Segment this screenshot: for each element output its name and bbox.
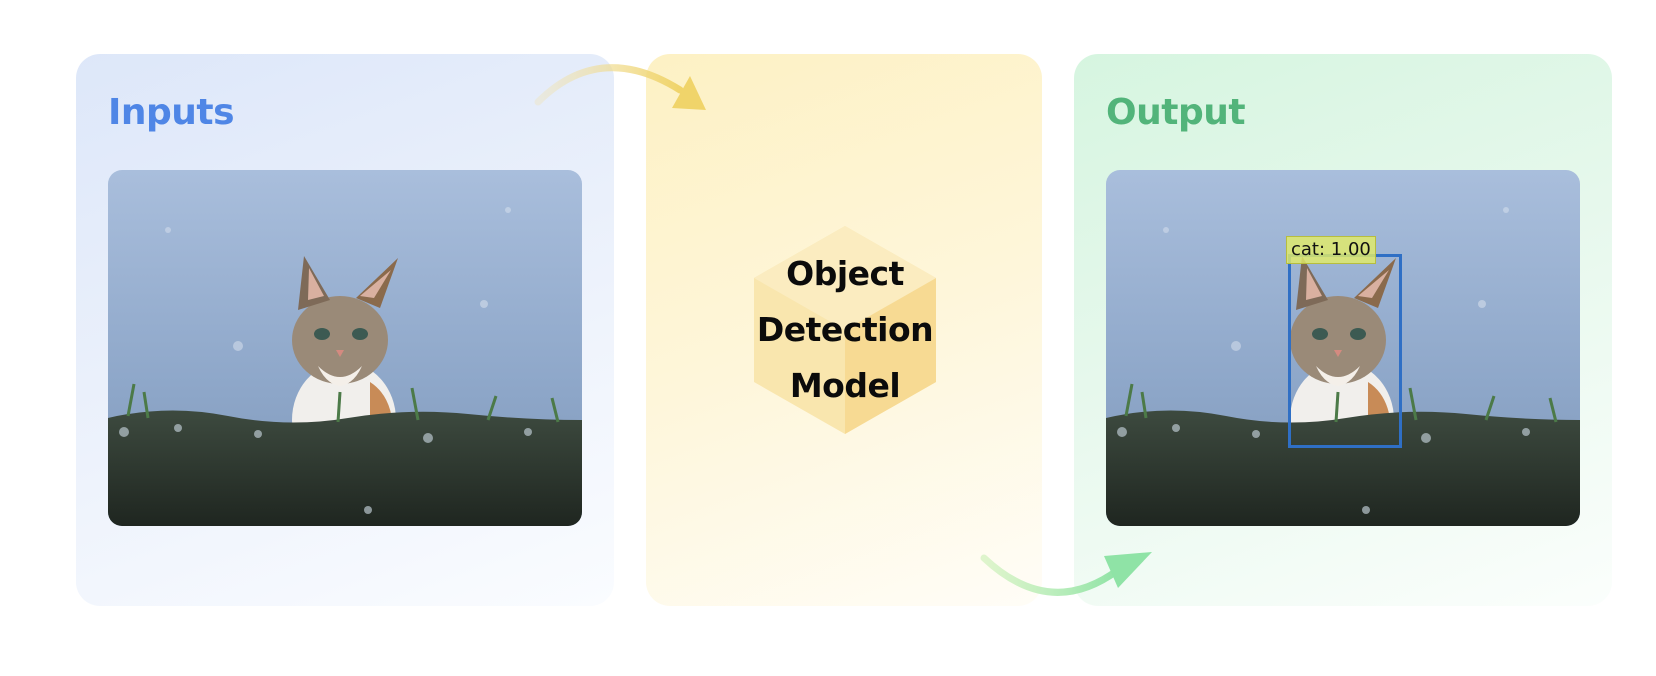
output-panel: Output: [1074, 54, 1612, 606]
model-hexagon-icon: Object Detection Model: [754, 226, 936, 434]
output-title: Output: [1106, 92, 1246, 133]
detection-label: cat: 1.00: [1286, 236, 1376, 264]
model-label-line2: Detection: [756, 310, 934, 349]
output-cat-image: cat: 1.00: [1106, 170, 1580, 526]
model-label-line1: Object: [786, 254, 904, 293]
input-cat-image: [108, 170, 582, 526]
model-label-line3: Model: [789, 366, 901, 405]
inputs-title: Inputs: [108, 92, 235, 133]
model-panel: Object Detection Model: [646, 54, 1042, 606]
model-to-output-arrow-icon: [980, 552, 1152, 596]
inputs-panel: Inputs: [76, 54, 614, 606]
input-to-model-arrow-icon: [534, 64, 706, 110]
model-label: Object Detection Model: [754, 226, 936, 434]
